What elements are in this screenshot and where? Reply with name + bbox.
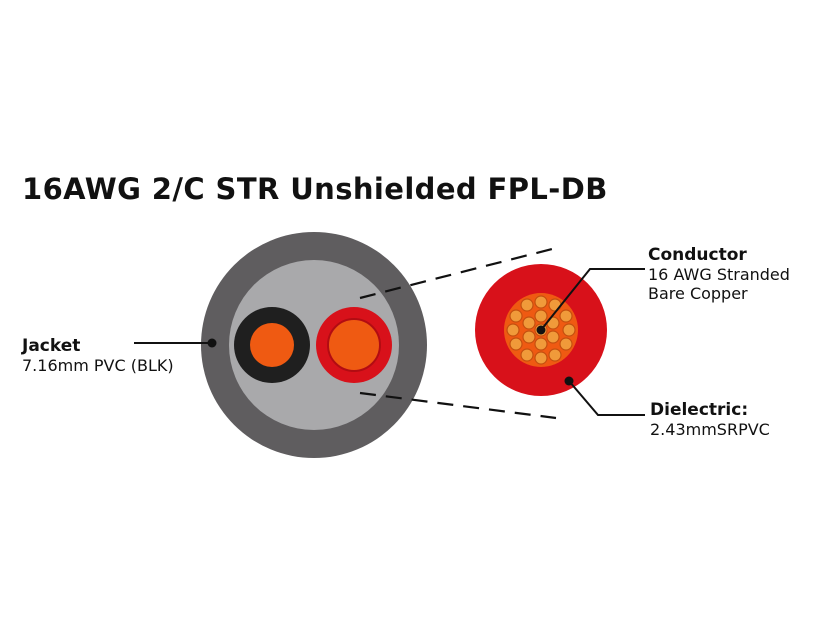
leader-lines bbox=[134, 268, 645, 416]
strand bbox=[548, 298, 562, 312]
dielectric-detail: 2.43mmSRPVC bbox=[650, 420, 770, 439]
jacket-label: Jacket 7.16mm PVC (BLK) bbox=[22, 336, 174, 376]
black-conductor-copper bbox=[250, 323, 294, 367]
conductor-leader-dot bbox=[536, 325, 546, 335]
jacket-heading: Jacket bbox=[22, 336, 81, 356]
jacket-detail: 7.16mm PVC (BLK) bbox=[22, 356, 174, 375]
strand bbox=[506, 323, 520, 337]
conductor-detail-line1: 16 AWG Stranded bbox=[648, 265, 790, 284]
conductor-leader bbox=[540, 268, 645, 331]
strand bbox=[509, 337, 523, 351]
strand bbox=[509, 309, 523, 323]
strand bbox=[559, 337, 573, 351]
dielectric-leader bbox=[568, 380, 645, 416]
red-conductor-inner-ring bbox=[327, 318, 381, 372]
zoom-line-top bbox=[359, 246, 557, 300]
strand bbox=[534, 309, 548, 323]
copper-strands bbox=[506, 295, 576, 365]
dielectric-leader-dot bbox=[564, 376, 574, 386]
strand bbox=[520, 348, 534, 362]
strand bbox=[522, 316, 536, 330]
strand bbox=[546, 330, 560, 344]
strand bbox=[522, 330, 536, 344]
strand bbox=[559, 309, 573, 323]
zoom-line-bottom bbox=[359, 391, 557, 420]
strand bbox=[562, 323, 576, 337]
conductor-label: Conductor 16 AWG Stranded Bare Copper bbox=[648, 245, 790, 304]
dielectric-label: Dielectric: 2.43mmSRPVC bbox=[650, 400, 770, 440]
jacket-leader-dot bbox=[207, 338, 217, 348]
strand bbox=[534, 337, 548, 351]
strand bbox=[548, 348, 562, 362]
strand bbox=[534, 351, 548, 365]
dielectric-heading: Dielectric: bbox=[650, 400, 749, 420]
conductor-heading: Conductor bbox=[648, 245, 747, 265]
conductor-detail-line2: Bare Copper bbox=[648, 284, 748, 303]
diagram-title: 16AWG 2/C STR Unshielded FPL-DB bbox=[22, 172, 608, 206]
leader-dots bbox=[207, 325, 574, 386]
strand bbox=[520, 298, 534, 312]
strand bbox=[534, 295, 548, 309]
filler-core bbox=[229, 260, 399, 430]
cable-cross-section bbox=[201, 232, 427, 458]
